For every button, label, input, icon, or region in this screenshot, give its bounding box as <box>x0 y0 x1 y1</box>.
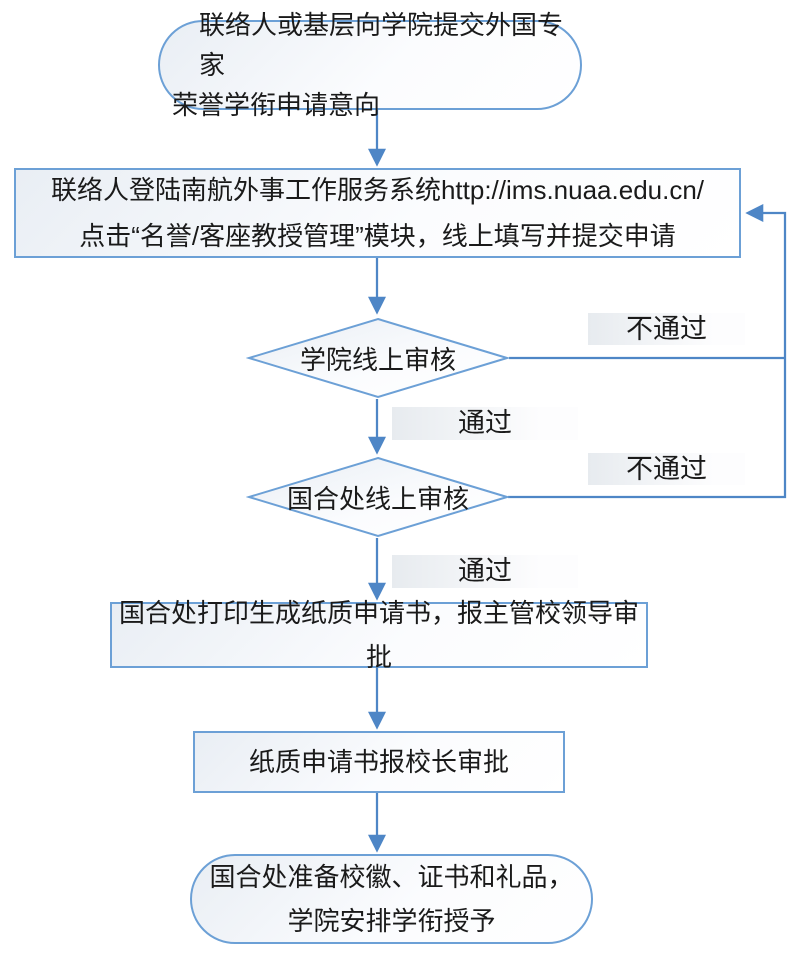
node-president-approval: 纸质申请书报校长审批 <box>193 731 565 793</box>
node-login-line1: 联络人登陆南航外事工作服务系统http://ims.nuaa.edu.cn/ <box>50 175 705 205</box>
edge-label-college-fail: 不通过 <box>588 313 745 345</box>
diamond-icon <box>246 456 510 538</box>
node-end-text: 国合处准备校徽、证书和礼品， 学院安排学衔授予 <box>192 855 591 943</box>
node-start-line2: 荣誉学衔申请意向 <box>172 90 381 120</box>
edge-label-college-pass: 通过 <box>392 407 578 440</box>
node-end-line1: 国合处准备校徽、证书和礼品， <box>209 862 574 892</box>
diamond-intl-review-shape <box>246 456 510 538</box>
diamond-icon <box>246 317 510 399</box>
node-intl-review: 国合处线上审核 <box>246 456 510 538</box>
node-login: 联络人登陆南航外事工作服务系统http://ims.nuaa.edu.cn/ 点… <box>14 168 741 258</box>
node-president-approval-label: 纸质申请书报校长审批 <box>248 747 509 777</box>
node-end: 国合处准备校徽、证书和礼品， 学院安排学衔授予 <box>190 854 593 944</box>
node-login-line2: 点击“名誉/客座教授管理”模块，线上填写并提交申请 <box>79 221 676 251</box>
node-intl-review-label: 国合处线上审核 <box>286 483 469 514</box>
node-login-text: 联络人登陆南航外事工作服务系统http://ims.nuaa.edu.cn/ 点… <box>16 167 739 259</box>
node-print-approval: 国合处打印生成纸质申请书，报主管校领导审批 <box>110 598 648 672</box>
node-start-line1: 联络人或基层向学院提交外国专家 <box>199 10 564 80</box>
node-start-text: 联络人或基层向学院提交外国专家 荣誉学衔申请意向 <box>160 5 580 125</box>
node-college-review: 学院线上审核 <box>246 317 510 399</box>
node-start: 联络人或基层向学院提交外国专家 荣誉学衔申请意向 <box>158 10 582 120</box>
node-college-review-label: 学院线上审核 <box>299 344 456 375</box>
edge-label-intl-pass: 通过 <box>392 555 578 588</box>
diamond-college-review-shape <box>246 317 510 399</box>
node-end-line2: 学院安排学衔授予 <box>287 906 496 936</box>
edge-label-intl-fail: 不通过 <box>588 453 745 485</box>
node-print-approval-label: 国合处打印生成纸质申请书，报主管校领导审批 <box>118 598 639 672</box>
connector-intl-fail-loopback <box>508 204 787 499</box>
